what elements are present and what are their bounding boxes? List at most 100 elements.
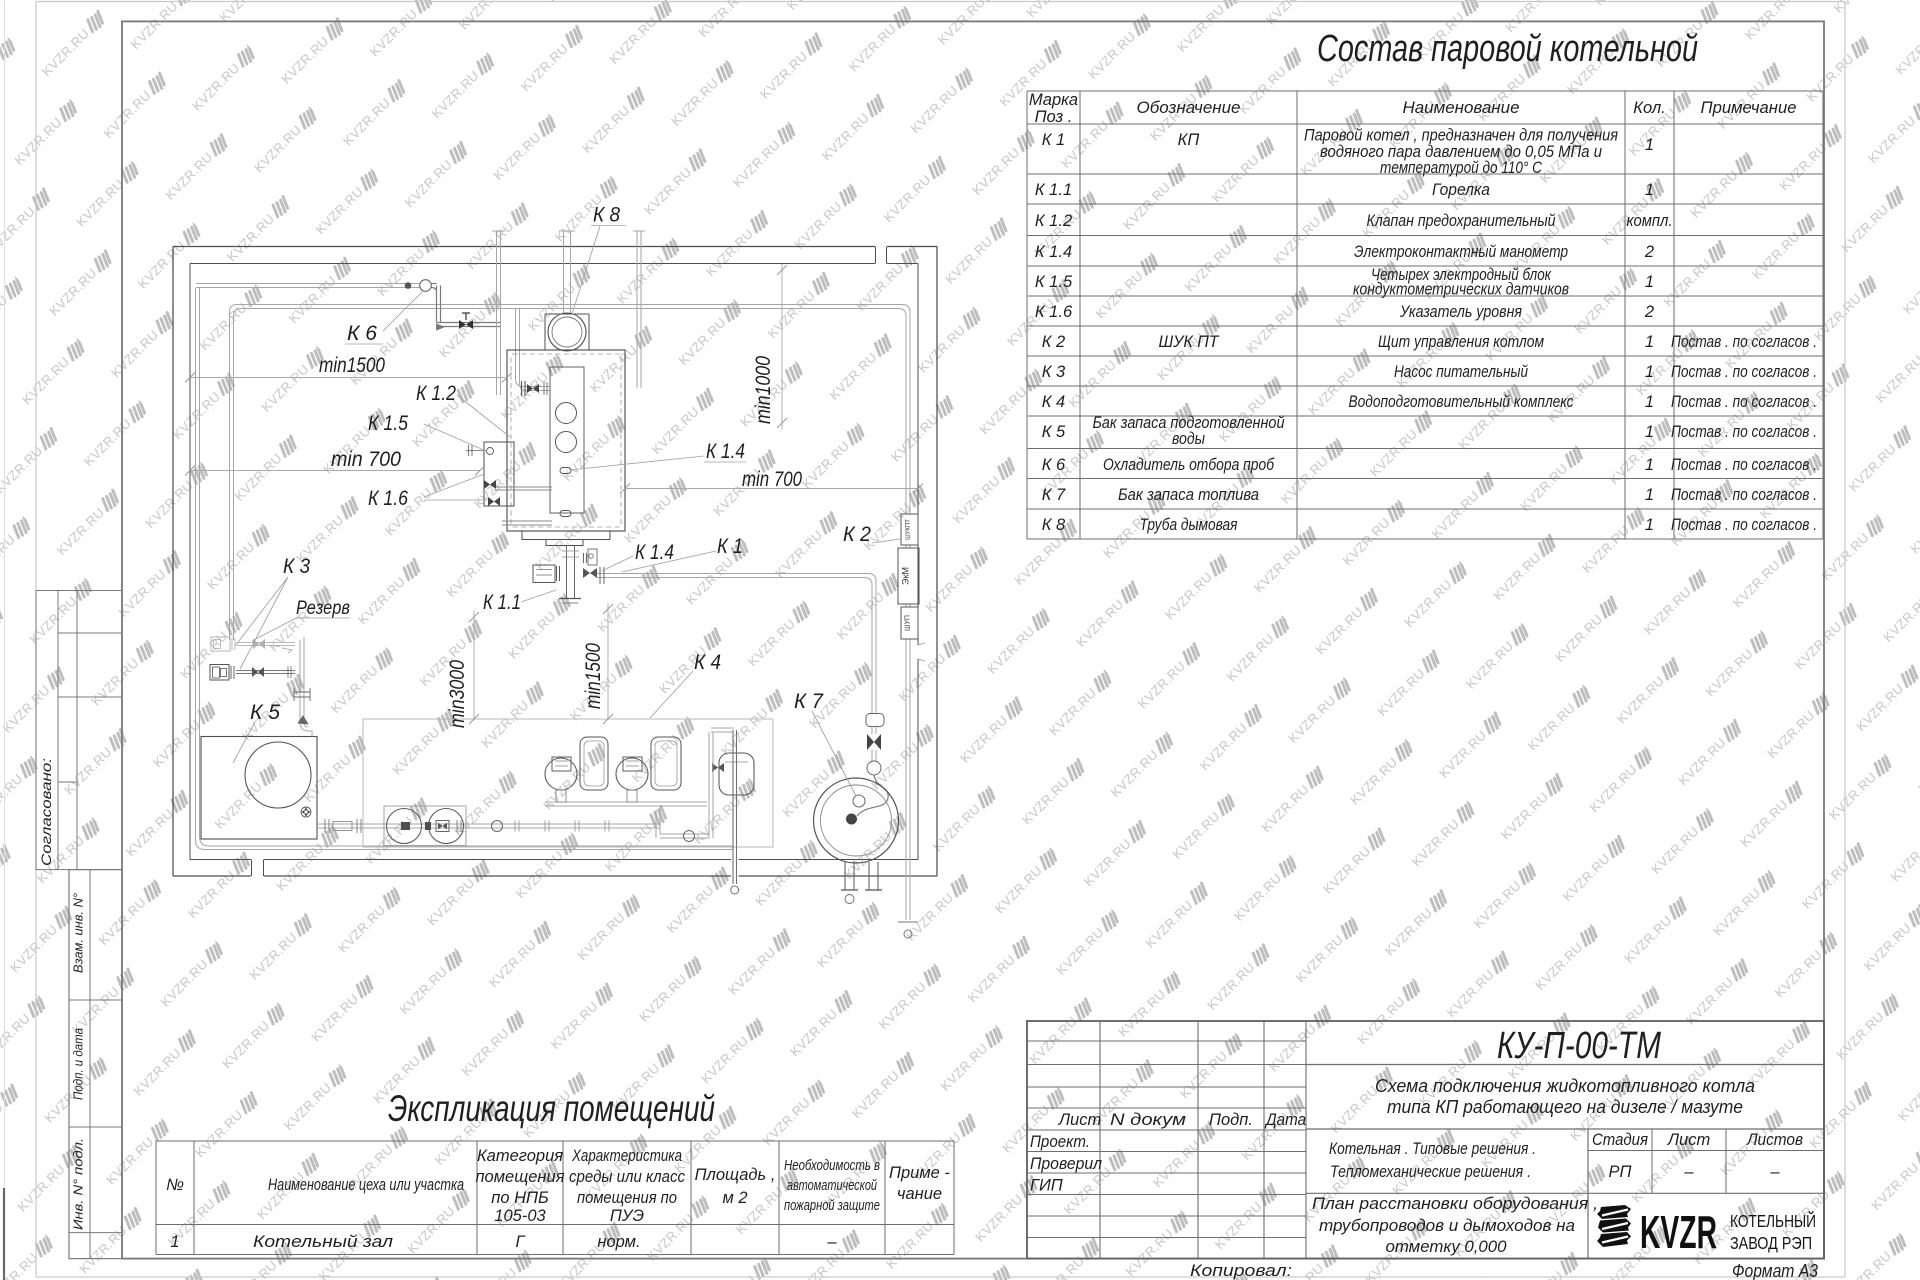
- svg-text:К 1.4: К 1.4: [1035, 243, 1072, 261]
- svg-text:Листов: Листов: [1746, 1131, 1803, 1149]
- svg-text:К 5: К 5: [250, 701, 280, 724]
- svg-text:К 1.5: К 1.5: [1035, 273, 1073, 291]
- svg-text:1: 1: [1645, 486, 1654, 504]
- svg-text:Бак запаса подготовленной: Бак запаса подготовленной: [1093, 414, 1285, 432]
- svg-text:Насос питательный: Насос питательный: [1394, 363, 1528, 381]
- svg-text:min3000: min3000: [446, 660, 469, 728]
- svg-text:КУ-П-00-ТМ: КУ-П-00-ТМ: [1497, 1025, 1661, 1067]
- svg-text:К 6: К 6: [347, 322, 377, 345]
- svg-text:Постав . по согласов .: Постав . по согласов .: [1671, 423, 1817, 441]
- svg-text:Указатель уровня: Указатель уровня: [1399, 303, 1522, 321]
- svg-text:К 2: К 2: [843, 523, 871, 546]
- svg-text:ЭкМ: ЭкМ: [901, 567, 911, 585]
- svg-text:температурой до 110° С: температурой до 110° С: [1380, 159, 1542, 177]
- svg-text:1: 1: [1645, 393, 1654, 411]
- svg-text:м 2: м 2: [722, 1189, 747, 1207]
- svg-text:К 1: К 1: [1042, 131, 1066, 149]
- svg-text:Постав . по согласов .: Постав . по согласов .: [1671, 363, 1817, 381]
- svg-text:Кол.: Кол.: [1633, 99, 1665, 117]
- svg-text:Паровой котел , предназначен д: Паровой котел , предназначен для получен…: [1304, 127, 1618, 145]
- svg-text:Бак запаса топлива: Бак запаса топлива: [1118, 486, 1259, 504]
- svg-text:min1000: min1000: [752, 356, 775, 424]
- svg-text:ШУК ПТ: ШУК ПТ: [1159, 333, 1221, 351]
- svg-text:типа КП работающего на дизеле: типа КП работающего на дизеле / мазуте: [1387, 1097, 1743, 1117]
- svg-text:пожарной защите: пожарной защите: [784, 1197, 880, 1214]
- svg-text:Постав . по согласов .: Постав . по согласов .: [1671, 516, 1817, 534]
- svg-text:К 1.1: К 1.1: [1035, 181, 1072, 199]
- svg-text:Приме -: Приме -: [889, 1164, 950, 1182]
- svg-text:Лист: Лист: [1667, 1131, 1710, 1149]
- svg-text:К 2: К 2: [1042, 333, 1066, 351]
- svg-text:К 8: К 8: [593, 204, 620, 227]
- svg-text:Подп. и дата: Подп. и дата: [72, 1028, 86, 1100]
- svg-text:min 700: min 700: [331, 448, 401, 471]
- svg-text:Стадия: Стадия: [1592, 1131, 1648, 1149]
- svg-text:Труба дымовая: Труба дымовая: [1140, 516, 1238, 534]
- svg-text:1: 1: [1645, 333, 1654, 351]
- svg-text:кондуктометрических датчиков: кондуктометрических датчиков: [1353, 281, 1569, 299]
- svg-text:К 7: К 7: [1042, 486, 1066, 504]
- svg-text:К 5: К 5: [1042, 423, 1066, 441]
- svg-text:Горелка: Горелка: [1432, 181, 1490, 199]
- svg-text:К 3: К 3: [283, 555, 310, 578]
- svg-text:Примечание: Примечание: [1701, 99, 1797, 117]
- svg-text:1: 1: [1645, 363, 1654, 381]
- svg-text:К 8: К 8: [1042, 516, 1066, 534]
- svg-text:–: –: [1769, 1163, 1780, 1181]
- svg-text:Резерв: Резерв: [296, 598, 350, 619]
- svg-text:К 3: К 3: [1042, 363, 1066, 381]
- svg-text:Наименование: Наименование: [1403, 99, 1520, 117]
- svg-text:Инв. N° подл.: Инв. N° подл.: [72, 1138, 86, 1230]
- svg-text:К 1.4: К 1.4: [635, 541, 674, 564]
- svg-text:KVZR: KVZR: [1640, 1206, 1717, 1258]
- svg-text:водяного пара давлением до 0,0: водяного пара давлением до 0,05 МПа и: [1320, 143, 1602, 161]
- svg-text:помещения: помещения: [475, 1168, 564, 1186]
- svg-text:среды или класс: среды или класс: [569, 1168, 686, 1186]
- svg-text:ШУП: ШУП: [905, 615, 912, 631]
- svg-text:–: –: [1683, 1163, 1694, 1181]
- svg-text:норм.: норм.: [597, 1233, 640, 1251]
- svg-text:Клапан предохранительный: Клапан предохранительный: [1367, 212, 1556, 230]
- svg-text:ШУКПТ: ШУКПТ: [906, 519, 912, 540]
- svg-text:Площадь ,: Площадь ,: [695, 1166, 776, 1184]
- svg-text:Состав паровой котельной: Состав паровой котельной: [1317, 28, 1698, 70]
- svg-text:компл.: компл.: [1627, 212, 1673, 230]
- svg-text:К 1.2: К 1.2: [416, 382, 456, 405]
- svg-text:по НПБ: по НПБ: [491, 1189, 549, 1207]
- svg-text:Постав . по согласов .: Постав . по согласов .: [1671, 486, 1817, 504]
- svg-text:К 1: К 1: [717, 535, 743, 558]
- svg-text:1: 1: [1645, 456, 1654, 474]
- svg-text:Г: Г: [516, 1233, 526, 1251]
- svg-text:min 700: min 700: [742, 468, 802, 491]
- svg-text:К 1.6: К 1.6: [368, 487, 408, 510]
- svg-text:КП: КП: [1178, 131, 1200, 149]
- svg-text:К 4: К 4: [1042, 393, 1066, 411]
- svg-text:Тепломеханические решения .: Тепломеханические решения .: [1330, 1163, 1531, 1181]
- svg-text:Формат А3: Формат А3: [1732, 1261, 1818, 1280]
- svg-text:Охладитель отбора проб: Охладитель отбора проб: [1103, 456, 1275, 474]
- svg-text:К 4: К 4: [694, 651, 721, 674]
- svg-text:Согласовано:: Согласовано:: [39, 758, 54, 866]
- svg-text:Наименование цеха или участка: Наименование цеха или участка: [268, 1176, 464, 1194]
- svg-text:2: 2: [1644, 303, 1654, 321]
- svg-text:Схема подключения жидкотопливн: Схема подключения жидкотопливного котла: [1375, 1076, 1755, 1096]
- svg-text:чание: чание: [897, 1185, 942, 1203]
- svg-text:К 7: К 7: [794, 690, 824, 713]
- svg-text:Экспликация помещений: Экспликация помещений: [388, 1088, 715, 1129]
- svg-text:105-03: 105-03: [494, 1207, 546, 1225]
- svg-text:ЗАВОД РЭП: ЗАВОД РЭП: [1730, 1233, 1812, 1253]
- svg-text:трубопроводов и дымоходов на: трубопроводов и дымоходов на: [1319, 1217, 1575, 1235]
- svg-text:Копировал:: Копировал:: [1190, 1262, 1292, 1280]
- svg-text:2: 2: [1644, 243, 1654, 261]
- svg-text:автоматической: автоматической: [787, 1177, 877, 1194]
- svg-text:Марка: Марка: [1029, 91, 1078, 109]
- svg-text:Категория: Категория: [477, 1147, 563, 1165]
- svg-text:План расстановки оборудования: План расстановки оборудования ,: [1312, 1195, 1598, 1213]
- svg-text:–: –: [826, 1233, 837, 1251]
- svg-text:отметку 0,000: отметку 0,000: [1386, 1238, 1508, 1256]
- svg-text:Водоподготовительный комплекс: Водоподготовительный комплекс: [1349, 393, 1575, 411]
- svg-text:ПУЭ: ПУЭ: [610, 1207, 644, 1225]
- svg-text:РП: РП: [1609, 1163, 1632, 1181]
- svg-text:К 1.5: К 1.5: [368, 412, 408, 435]
- svg-text:Постав . по согласов .: Постав . по согласов .: [1671, 456, 1817, 474]
